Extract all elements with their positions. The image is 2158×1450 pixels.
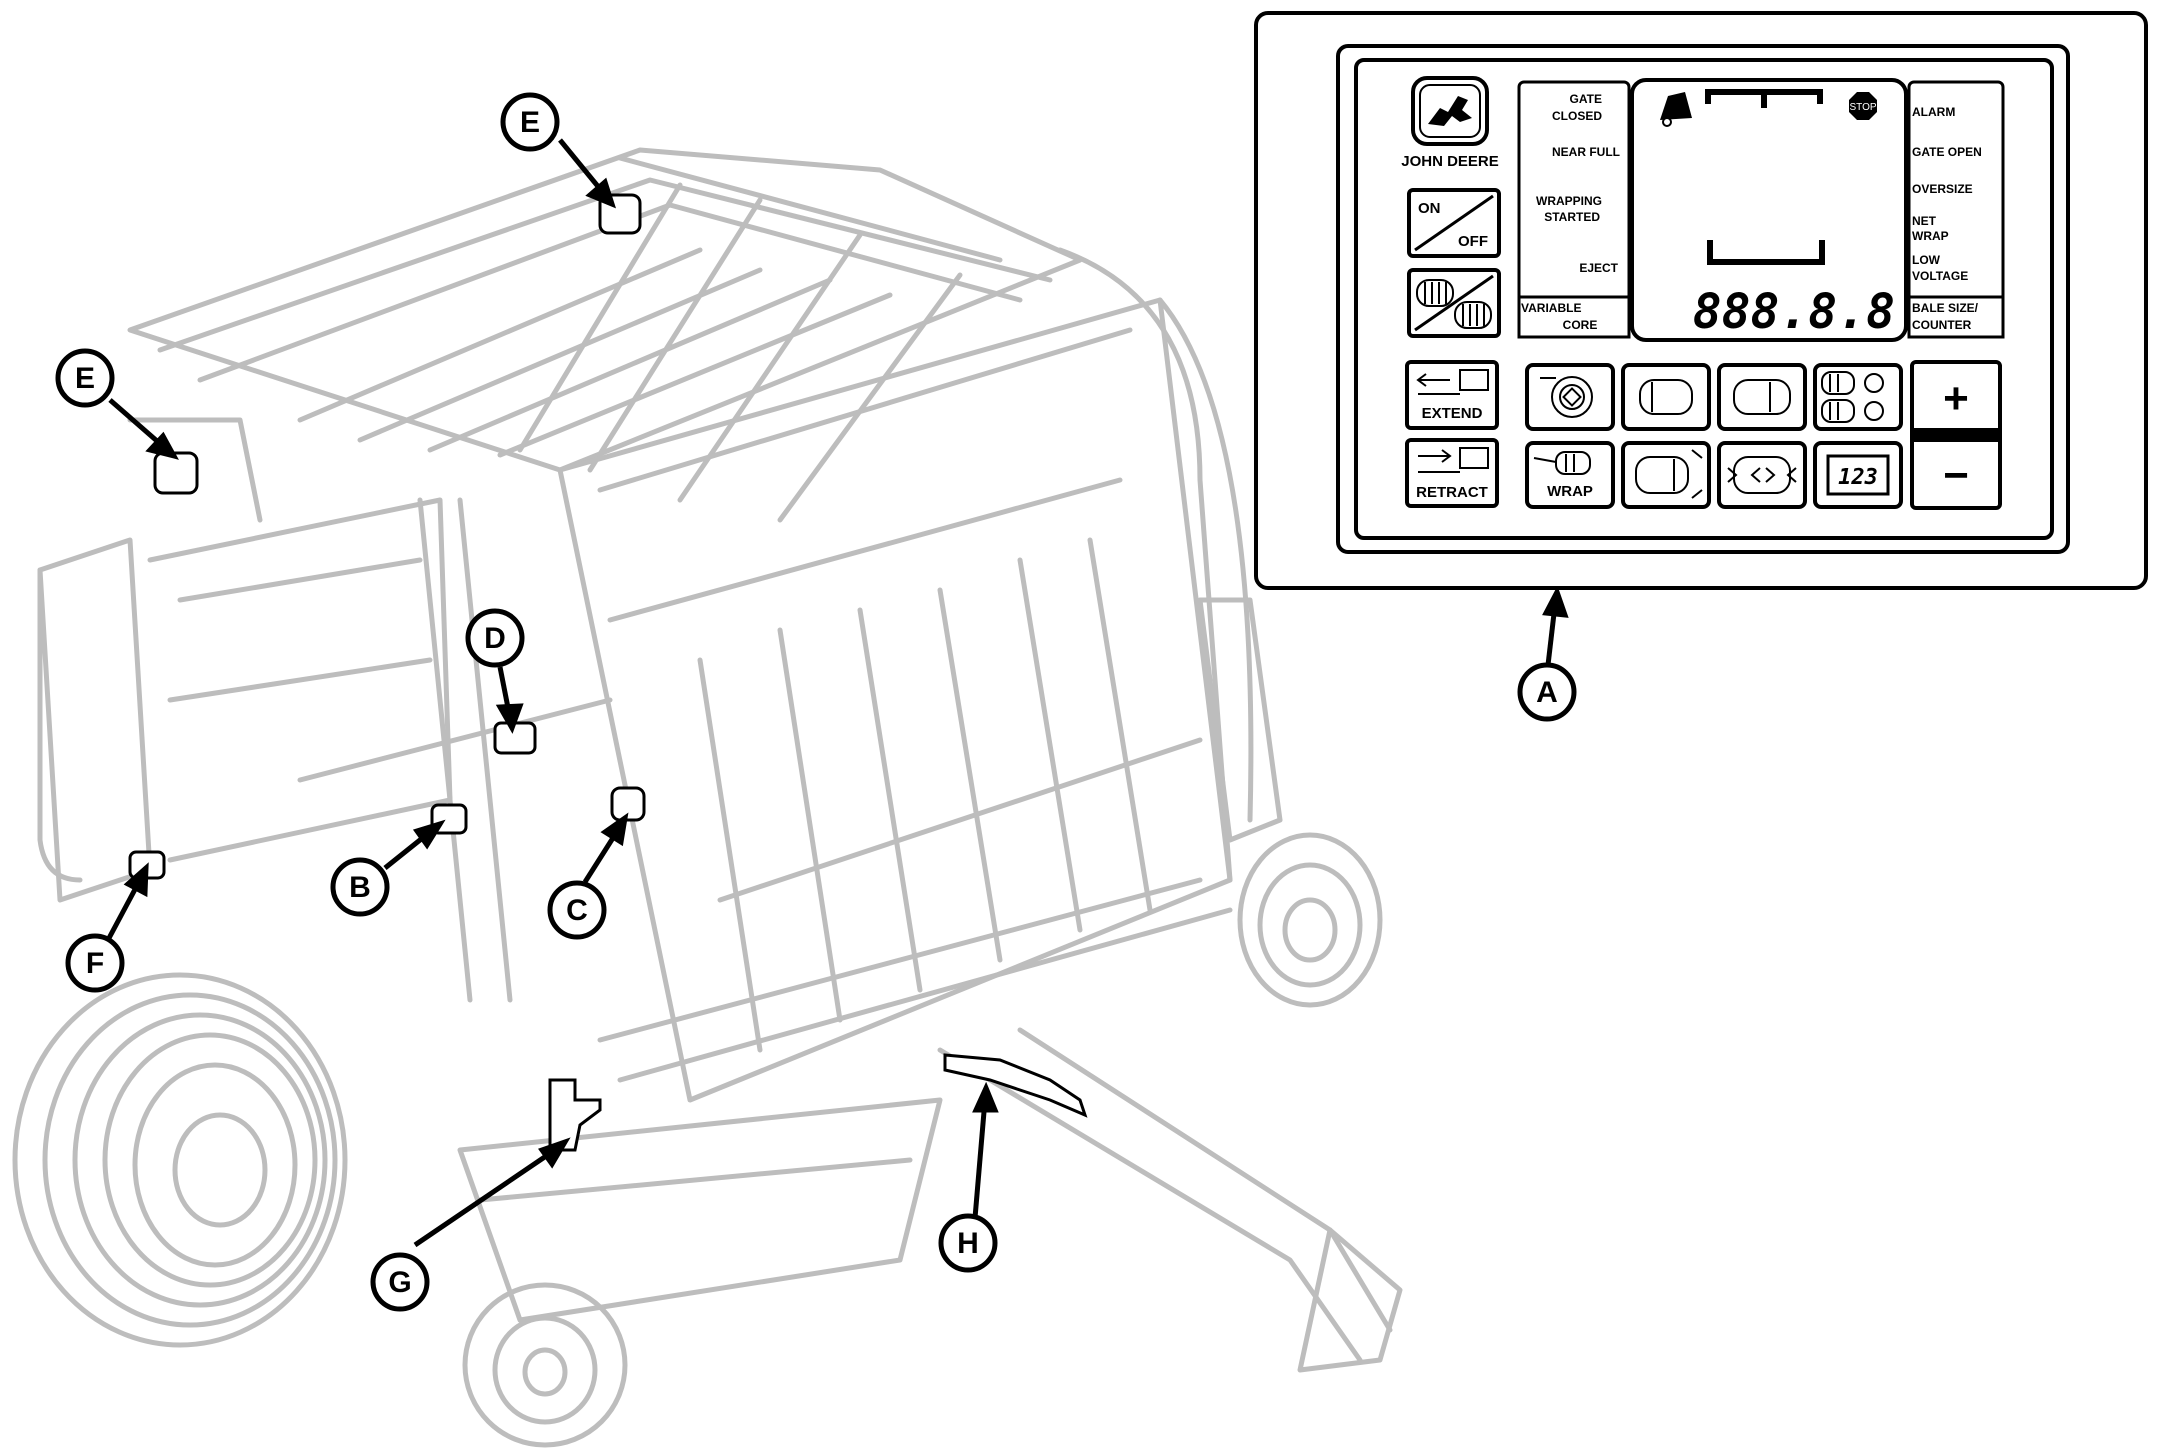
- bale-mode-toggle-button[interactable]: [1407, 268, 1501, 338]
- minus-button[interactable]: −: [1914, 442, 1998, 506]
- gauge-wheel: [462, 1282, 628, 1448]
- sensor-e-left: [153, 451, 199, 495]
- callout-a-text: A: [1536, 676, 1558, 709]
- callout-g-text: G: [388, 1266, 411, 1299]
- callout-d-text: D: [484, 622, 506, 655]
- extend-icon: [1416, 369, 1489, 395]
- segment-readout: 888.8.8: [1693, 284, 1895, 340]
- control-monitor: JOHN DEERE ON OFF: [1254, 11, 2148, 590]
- callout-f: F: [65, 933, 125, 993]
- bale-diameter-icon: [1635, 449, 1703, 499]
- plus-label: +: [1943, 374, 1969, 423]
- left-indicator-panel: GATE CLOSED NEAR FULL WRAPPING STARTED E…: [1517, 80, 1631, 339]
- net-wrap-label-2: WRAP: [1912, 229, 1949, 243]
- callout-h: H: [938, 1213, 998, 1273]
- stop-text: STOP: [1849, 102, 1876, 113]
- off-label: OFF: [1458, 233, 1488, 250]
- variable-core-label-1: VARIABLE: [1521, 301, 1581, 315]
- callout-g: G: [370, 1252, 430, 1312]
- bale-width-button[interactable]: [1717, 441, 1807, 509]
- retract-label: RETRACT: [1416, 484, 1488, 501]
- core-icon: [1540, 376, 1593, 418]
- bale-width-icon: [1727, 456, 1797, 494]
- stop-icon: STOP: [1849, 92, 1877, 120]
- variable-core-label-2: CORE: [1563, 318, 1598, 332]
- wrap-icon: [1533, 451, 1591, 475]
- plus-button[interactable]: +: [1914, 364, 1998, 428]
- low-voltage-label-1: LOW: [1912, 253, 1941, 267]
- on-off-button[interactable]: ON OFF: [1407, 188, 1501, 258]
- callout-c-text: C: [566, 894, 588, 927]
- small-bale-icon: [1639, 379, 1693, 415]
- sensor-c: [610, 786, 646, 822]
- sensor-g: [548, 1078, 602, 1152]
- callout-e-left: E: [55, 348, 115, 408]
- counter-digits: 123: [1838, 465, 1878, 490]
- minus-label: −: [1943, 451, 1969, 500]
- sensor-h: [943, 1053, 1088, 1118]
- callout-labels: E E D B C F G H: [55, 92, 1577, 1312]
- alarm-label: ALARM: [1912, 105, 1955, 119]
- brand-name: JOHN DEERE: [1401, 153, 1499, 170]
- wrap-label: WRAP: [1547, 483, 1593, 500]
- callout-b: B: [330, 857, 390, 917]
- left-tire: [12, 972, 348, 1348]
- on-label: ON: [1418, 200, 1441, 217]
- counter-icon: [1826, 454, 1890, 496]
- wrap-button[interactable]: WRAP: [1525, 441, 1615, 509]
- core-mode-button[interactable]: [1525, 363, 1615, 431]
- callout-arrows: [105, 138, 1569, 1248]
- callout-b-text: B: [349, 871, 371, 904]
- net-wrap-label-1: NET: [1912, 214, 1937, 228]
- bale-size-counter-label-2: COUNTER: [1912, 318, 1972, 332]
- callout-d: D: [465, 608, 525, 668]
- bale-roll-icon: [1416, 279, 1492, 329]
- callout-e-top: E: [500, 92, 560, 152]
- low-voltage-label-2: VOLTAGE: [1912, 269, 1968, 283]
- bale-stack-icon: [1821, 371, 1884, 423]
- gate-closed-label-2: CLOSED: [1552, 109, 1602, 123]
- bale-size-counter-label-1: BALE SIZE/: [1912, 301, 1979, 315]
- large-bale-icon: [1733, 379, 1791, 415]
- eject-label: EJECT: [1579, 261, 1618, 275]
- small-bale-button[interactable]: [1621, 363, 1711, 431]
- oversize-label: OVERSIZE: [1912, 182, 1973, 196]
- lcd-display: STOP 888.8.8: [1630, 78, 1908, 342]
- gate-closed-label-1: GATE: [1570, 92, 1602, 106]
- bale-count-mode-button[interactable]: [1813, 363, 1903, 431]
- increment-decrement: + −: [1910, 360, 2002, 510]
- bale-chamber-bracket: [1707, 240, 1825, 265]
- retract-icon: [1418, 447, 1489, 473]
- large-bale-button[interactable]: [1717, 363, 1807, 431]
- callout-a: A: [1517, 662, 1577, 722]
- baler-machine-illustration: [37, 147, 1403, 1373]
- counter-button[interactable]: 123: [1813, 441, 1903, 509]
- bale-diameter-button[interactable]: [1621, 441, 1711, 509]
- callout-h-text: H: [957, 1227, 979, 1260]
- wrapping-started-label-1: WRAPPING: [1536, 194, 1602, 208]
- bell-icon: [1660, 92, 1692, 120]
- right-indicator-panel: ALARM GATE OPEN OVERSIZE NET WRAP LOW VO…: [1907, 80, 2005, 339]
- wrapping-started-label-2: STARTED: [1544, 210, 1600, 224]
- gate-open-label: GATE OPEN: [1912, 145, 1982, 159]
- brand-block: JOHN DEERE: [1401, 76, 1499, 170]
- callout-e-left-text: E: [75, 362, 95, 395]
- near-full-label: NEAR FULL: [1552, 145, 1620, 159]
- retract-button[interactable]: RETRACT: [1405, 438, 1499, 508]
- callout-e-top-text: E: [520, 106, 540, 139]
- callout-f-text: F: [86, 947, 104, 980]
- extend-button[interactable]: EXTEND: [1405, 360, 1499, 430]
- sensor-d: [493, 721, 537, 755]
- callout-c: C: [547, 880, 607, 940]
- right-tire: [1237, 832, 1383, 1008]
- extend-label: EXTEND: [1422, 405, 1483, 422]
